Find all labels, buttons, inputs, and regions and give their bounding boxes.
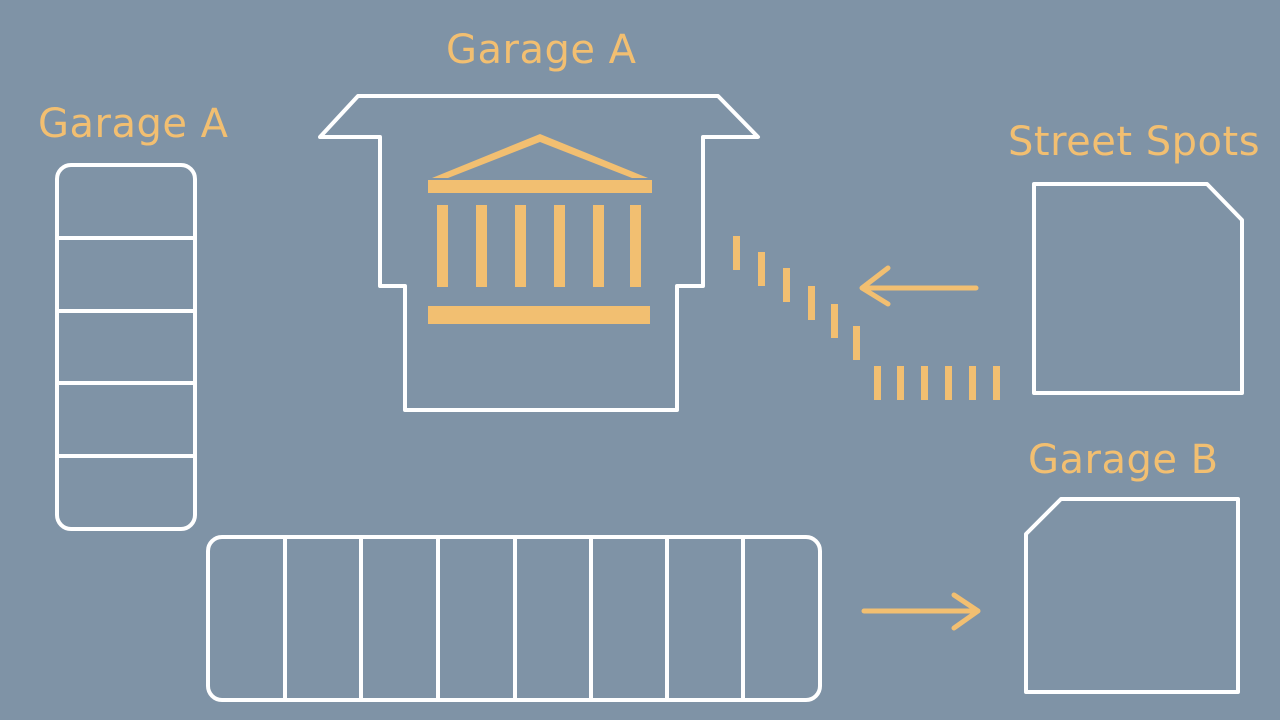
garage-a-outline — [318, 94, 760, 412]
arrow-left-icon — [859, 265, 979, 307]
garage-b-label: Garage B — [1028, 437, 1219, 483]
street-spots-label: Street Spots — [1008, 119, 1261, 165]
bank-building-icon — [428, 134, 652, 324]
garage-a-top-label: Garage A — [446, 27, 637, 73]
arrow-right-icon — [861, 592, 981, 631]
vertical-garage-outline — [55, 163, 197, 531]
dashed-route — [733, 236, 1000, 400]
horizontal-garage-outline — [206, 535, 822, 702]
vertical-garage — [55, 163, 197, 531]
horizontal-garage — [206, 535, 822, 702]
street-spots-box — [1032, 182, 1244, 395]
garage-b-box — [1024, 497, 1240, 694]
garage-a-left-label: Garage A — [38, 101, 229, 147]
garage-a-building — [318, 94, 760, 412]
